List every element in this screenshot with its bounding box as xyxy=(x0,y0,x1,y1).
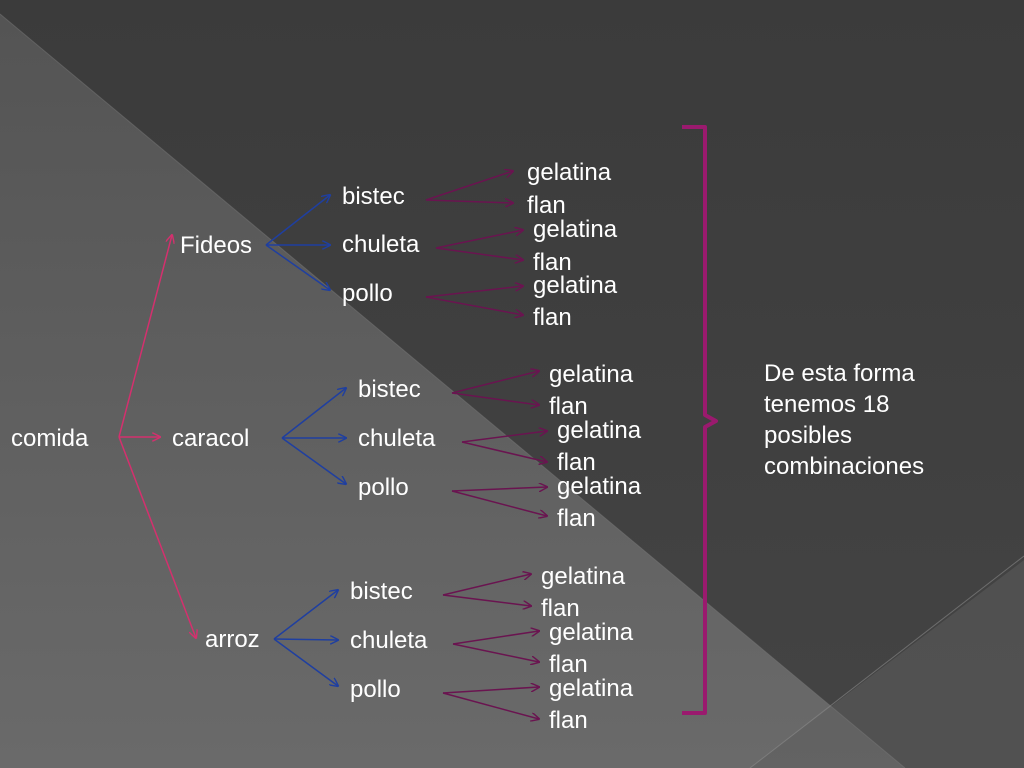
edge-arroz-to-pollo xyxy=(273,638,338,686)
note-line: posibles xyxy=(764,422,853,449)
edge-pollo-to-flan xyxy=(425,296,523,315)
group-node-fideos: Fideos xyxy=(180,232,252,259)
option-node-chuleta: chuleta xyxy=(350,627,428,654)
edge-bistec-to-gelatina xyxy=(451,371,539,394)
edge-caracol-to-pollo xyxy=(281,437,346,484)
edge-comida-to-arroz xyxy=(118,436,196,638)
note-line: tenemos 18 xyxy=(764,391,890,418)
leaf-node-flan: flan xyxy=(557,505,596,532)
edge-chuleta-to-flan xyxy=(435,247,523,260)
edge-arroz-to-bistec xyxy=(273,590,338,640)
edge-bistec-to-gelatina xyxy=(425,171,513,201)
leaf-node-gelatina: gelatina xyxy=(549,619,634,646)
leaf-node-gelatina: gelatina xyxy=(527,159,612,186)
edge-pollo-to-gelatina xyxy=(442,687,539,694)
edge-chuleta-to-gelatina xyxy=(461,431,547,443)
leaf-node-gelatina: gelatina xyxy=(557,417,642,444)
leaf-node-flan: flan xyxy=(549,393,588,420)
leaf-node-flan: flan xyxy=(533,304,572,331)
leaf-node-gelatina: gelatina xyxy=(533,272,618,299)
leaf-node-gelatina: gelatina xyxy=(533,216,618,243)
edge-pollo-to-flan xyxy=(442,692,539,719)
leaf-node-flan: flan xyxy=(557,449,596,476)
edge-fideos-to-pollo xyxy=(265,244,330,290)
leaf-node-flan: flan xyxy=(549,707,588,734)
edge-comida-to-fideos xyxy=(118,235,172,438)
edge-chuleta-to-gelatina xyxy=(435,230,523,249)
edge-chuleta-to-gelatina xyxy=(452,631,539,645)
option-node-chuleta: chuleta xyxy=(358,425,436,452)
edge-bistec-to-flan xyxy=(451,392,539,405)
edge-fideos-to-bistec xyxy=(265,195,330,246)
option-node-pollo: pollo xyxy=(358,474,409,501)
option-node-bistec: bistec xyxy=(358,376,421,403)
option-node-pollo: pollo xyxy=(342,280,393,307)
edge-arroz-to-chuleta xyxy=(273,639,338,640)
edge-pollo-to-gelatina xyxy=(451,487,547,491)
edge-bistec-to-flan xyxy=(425,200,513,203)
root-node-comida: comida xyxy=(11,425,89,452)
group-node-arroz: arroz xyxy=(205,626,260,653)
edge-pollo-to-flan xyxy=(451,490,547,516)
leaf-node-gelatina: gelatina xyxy=(557,473,642,500)
leaf-node-flan: flan xyxy=(527,192,566,219)
option-node-bistec: bistec xyxy=(350,578,413,605)
leaf-node-gelatina: gelatina xyxy=(549,361,634,388)
edge-caracol-to-bistec xyxy=(281,388,346,439)
option-node-chuleta: chuleta xyxy=(342,231,420,258)
edge-pollo-to-gelatina xyxy=(425,286,523,298)
option-node-pollo: pollo xyxy=(350,676,401,703)
edge-chuleta-to-flan xyxy=(461,441,547,462)
leaf-node-flan: flan xyxy=(541,595,580,622)
leaf-node-flan: flan xyxy=(549,651,588,678)
option-node-bistec: bistec xyxy=(342,183,405,210)
note-line: De esta forma xyxy=(764,360,915,387)
edge-chuleta-to-flan xyxy=(452,643,539,662)
edge-bistec-to-flan xyxy=(442,594,531,606)
conclusion-note: De esta forma tenemos 18 posibles combin… xyxy=(764,358,1004,482)
leaf-node-gelatina: gelatina xyxy=(549,675,634,702)
edge-bistec-to-gelatina xyxy=(442,574,531,596)
leaf-node-gelatina: gelatina xyxy=(541,563,626,590)
note-line: combinaciones xyxy=(764,453,925,480)
group-node-caracol: caracol xyxy=(172,425,249,452)
grouping-bracket xyxy=(682,125,718,715)
leaf-node-flan: flan xyxy=(533,249,572,276)
